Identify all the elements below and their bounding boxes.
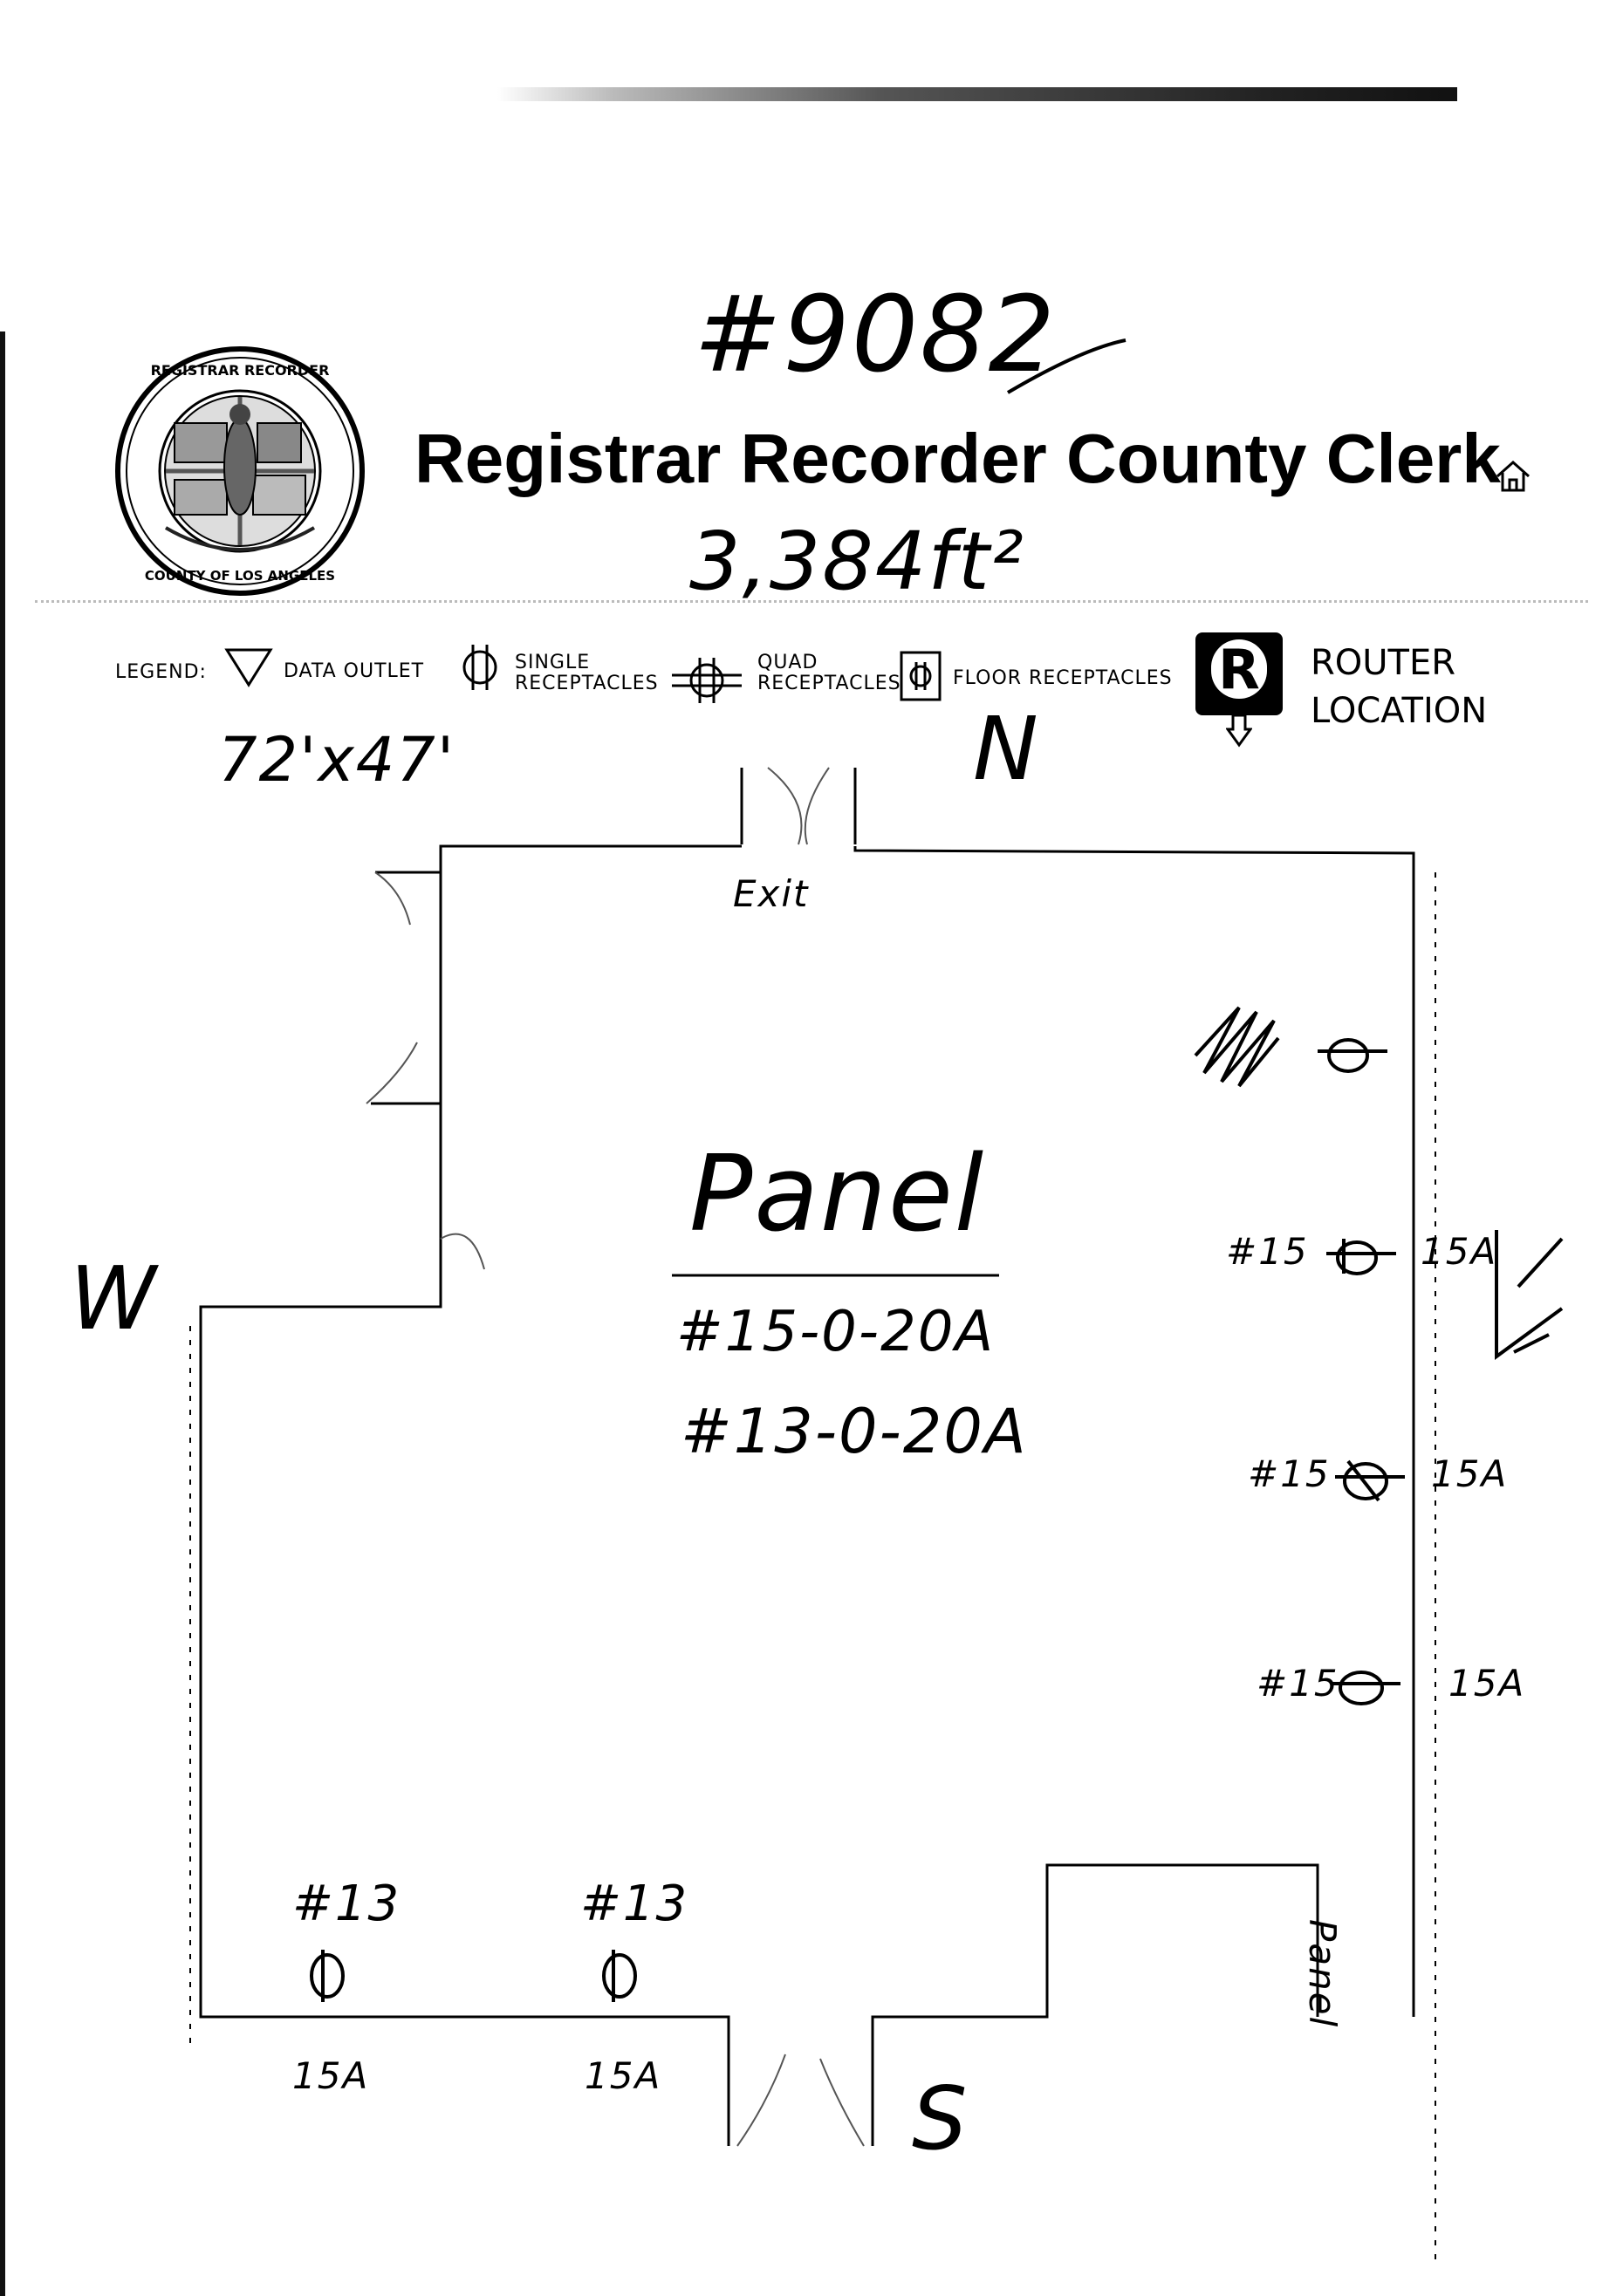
quad-receptacle-icon	[672, 658, 742, 703]
router-line2: LOCATION	[1311, 691, 1488, 731]
data-outlet-icon	[224, 648, 273, 687]
panel-title: Panel	[689, 1134, 986, 1255]
wall-receptacle-marks	[310, 1038, 1405, 2002]
outlet-east-1-circuit: #15	[1226, 1230, 1309, 1273]
panel-circuit-1: #15-0-20A	[676, 1300, 996, 1364]
svg-text:REGISTRAR RECORDER: REGISTRAR RECORDER	[151, 362, 330, 379]
outlet-east-1-amp: 15A	[1421, 1230, 1498, 1273]
legend-floor-receptacles: FLOOR RECEPTACLES	[953, 667, 1173, 689]
router-line1: ROUTER	[1311, 643, 1456, 683]
room-dimensions-note: 72'x47'	[218, 724, 456, 796]
legend-quad-receptacles: QUAD RECEPTACLES	[757, 652, 901, 694]
west-label: W	[70, 1247, 158, 1350]
router-letter: R	[1218, 638, 1260, 701]
legend-data-outlet: DATA OUTLET	[284, 660, 425, 682]
outlet-south-1-amp: 15A	[292, 2054, 370, 2097]
north-label: N	[973, 698, 1040, 800]
number-underline-stroke	[1006, 338, 1127, 394]
outlet-east-2-amp: 15A	[1431, 1452, 1509, 1495]
panel-circuit-2: #13-0-20A	[681, 1396, 1028, 1467]
legend-router-location: ROUTER LOCATION	[1311, 639, 1520, 735]
legend-single-receptacles: SINGLE RECEPTACLES	[515, 652, 659, 694]
outlet-south-2-circuit: #13	[580, 1876, 689, 1932]
scan-artifact-bar	[497, 87, 1457, 101]
south-label: S	[912, 2067, 969, 2170]
legend-label: LEGEND:	[115, 661, 207, 683]
exit-label: Exit	[733, 872, 810, 915]
panel-side-label: Panel	[1301, 1919, 1344, 2029]
scan-edge	[0, 331, 5, 2296]
panel-box-sketch	[1495, 1230, 1564, 1360]
page-title: Registrar Recorder County Clerk	[414, 420, 1501, 497]
area-note: 3,384ft²	[689, 515, 1025, 608]
county-seal-logo: REGISTRAR RECORDER COUNTY OF LOS ANGELES	[115, 346, 365, 596]
home-icon	[1496, 460, 1530, 492]
single-receptacle-icon	[462, 645, 497, 690]
outlet-east-3-amp: 15A	[1448, 1662, 1526, 1705]
outlet-south-2-amp: 15A	[585, 2054, 662, 2097]
scribbled-out-mark	[1194, 1006, 1280, 1088]
outlet-east-3-circuit: #15	[1257, 1662, 1339, 1705]
router-icon: R	[1195, 632, 1283, 715]
outlet-south-1-circuit: #13	[292, 1876, 401, 1932]
outlet-east-2-circuit: #15	[1248, 1452, 1331, 1495]
header-divider	[35, 600, 1588, 603]
floor-receptacle-icon	[900, 651, 942, 701]
document-number: #9082	[694, 275, 1057, 396]
router-arrow-icon	[1226, 714, 1252, 748]
svg-text:COUNTY OF LOS ANGELES: COUNTY OF LOS ANGELES	[145, 568, 335, 584]
